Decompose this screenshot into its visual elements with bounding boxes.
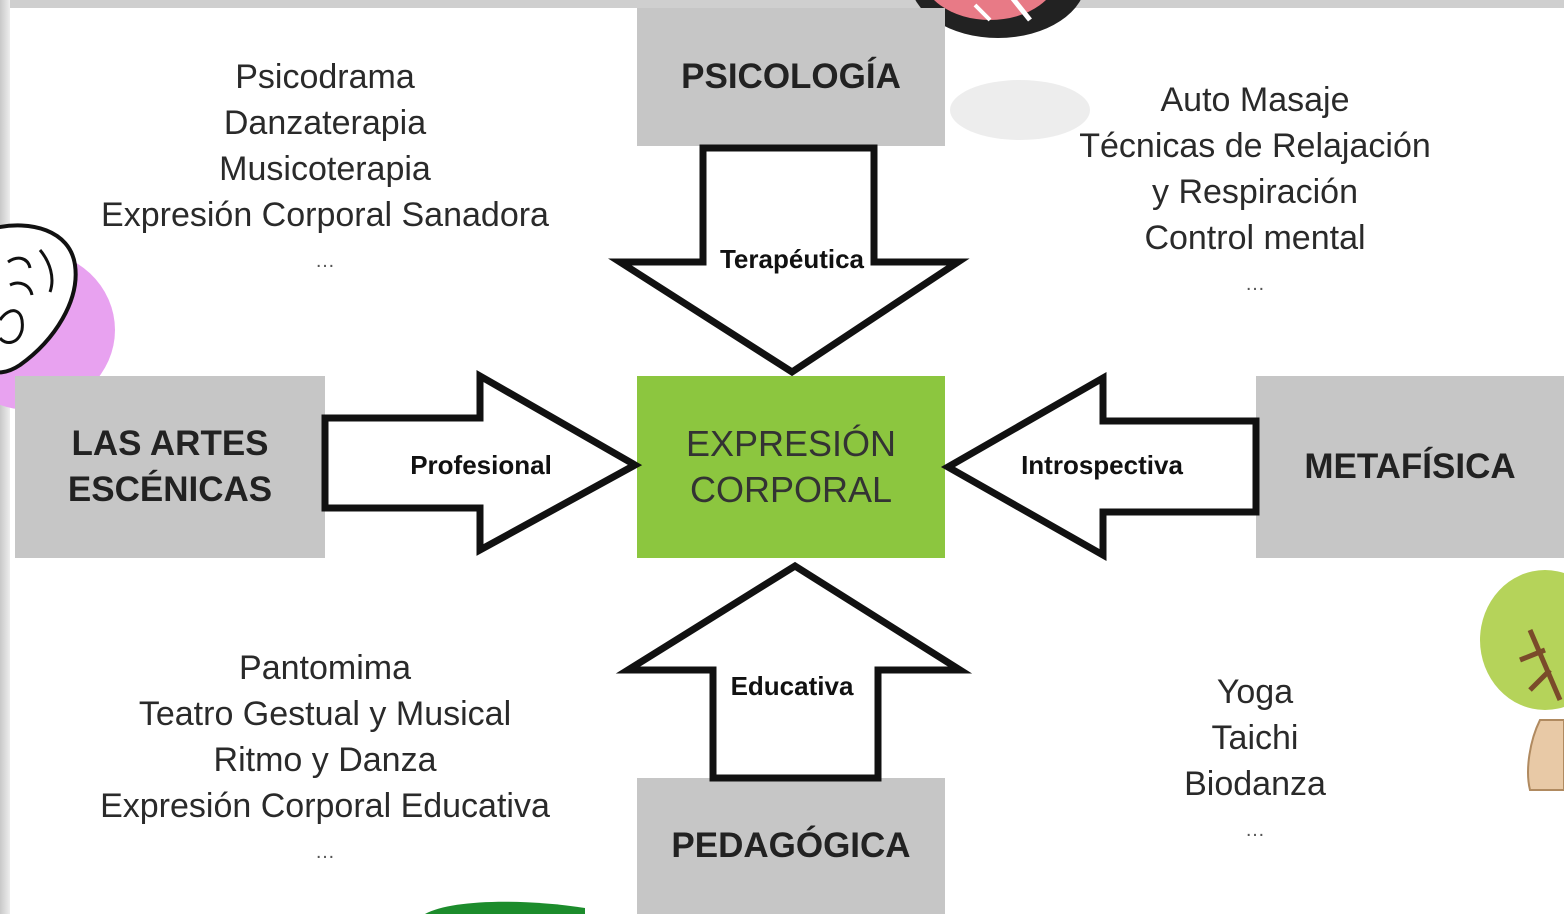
center-expresion-corporal: EXPRESIÓN CORPORAL bbox=[637, 376, 945, 558]
arrow-right bbox=[940, 371, 1260, 562]
list-item-ellipsis: … bbox=[315, 841, 335, 863]
list-metafisica-top-techniques: Auto Masaje Técnicas de Relajación y Res… bbox=[1045, 77, 1465, 307]
green-clipart bbox=[425, 901, 585, 914]
source-psicologia-label: PSICOLOGÍA bbox=[681, 57, 901, 96]
source-pedagogica-label: PEDAGÓGICA bbox=[671, 826, 911, 865]
top-circle-clipart bbox=[915, 0, 1081, 38]
list-psicologia-techniques: Psicodrama Danzaterapia Musicoterapia Ex… bbox=[95, 54, 555, 284]
list-item: Psicodrama bbox=[235, 58, 415, 96]
left-border bbox=[0, 0, 10, 914]
arrow-label-introspectiva: Introspectiva bbox=[1021, 450, 1183, 480]
shadow-blob bbox=[950, 80, 1090, 140]
arrow-bottom bbox=[615, 561, 973, 782]
source-psicologia: PSICOLOGÍA bbox=[637, 8, 945, 146]
list-item-ellipsis: … bbox=[315, 250, 335, 272]
list-metafisica-bottom-techniques: Yoga Taichi Biodanza … bbox=[1105, 669, 1405, 853]
list-item: Control mental bbox=[1144, 219, 1366, 257]
arrow-top bbox=[608, 144, 970, 377]
arrow-label-educativa: Educativa bbox=[730, 671, 854, 701]
tree-icon bbox=[1480, 570, 1564, 791]
center-label-line2: CORPORAL bbox=[689, 469, 893, 510]
arrow-label-terapeutica: Terapéutica bbox=[719, 244, 864, 274]
source-metafisica-label: METAFÍSICA bbox=[1304, 447, 1516, 486]
arrow-label-profesional: Profesional bbox=[410, 450, 552, 480]
source-artes-escenicas: LAS ARTES ESCÉNICAS bbox=[15, 376, 325, 558]
list-item-ellipsis: … bbox=[1245, 273, 1265, 295]
source-artes-label-line1: LAS ARTES bbox=[71, 424, 269, 463]
list-item: Yoga bbox=[1216, 673, 1294, 711]
center-label-line1: EXPRESIÓN bbox=[685, 423, 897, 464]
theatre-mask-icon bbox=[0, 223, 115, 410]
top-border bbox=[0, 0, 1564, 8]
source-metafisica: METAFÍSICA bbox=[1256, 376, 1564, 558]
list-item: Expresión Corporal Sanadora bbox=[101, 196, 549, 234]
list-item: Expresión Corporal Educativa bbox=[100, 787, 550, 825]
arrow-left bbox=[321, 369, 643, 556]
list-item: y Respiración bbox=[1152, 173, 1358, 211]
source-artes-label-line2: ESCÉNICAS bbox=[67, 470, 273, 509]
list-item: Pantomima bbox=[239, 649, 411, 687]
list-item: Taichi bbox=[1211, 719, 1299, 757]
list-item: Técnicas de Relajación bbox=[1079, 127, 1431, 165]
list-item: Biodanza bbox=[1184, 765, 1326, 803]
list-item: Musicoterapia bbox=[219, 150, 431, 188]
list-item: Auto Masaje bbox=[1160, 81, 1350, 119]
source-pedagogica: PEDAGÓGICA bbox=[637, 778, 945, 914]
list-item: Danzaterapia bbox=[223, 104, 427, 142]
list-artes-techniques: Pantomima Teatro Gestual y Musical Ritmo… bbox=[95, 645, 555, 875]
list-item: Teatro Gestual y Musical bbox=[138, 695, 512, 733]
list-item: Ritmo y Danza bbox=[213, 741, 437, 779]
list-item-ellipsis: … bbox=[1245, 819, 1265, 841]
